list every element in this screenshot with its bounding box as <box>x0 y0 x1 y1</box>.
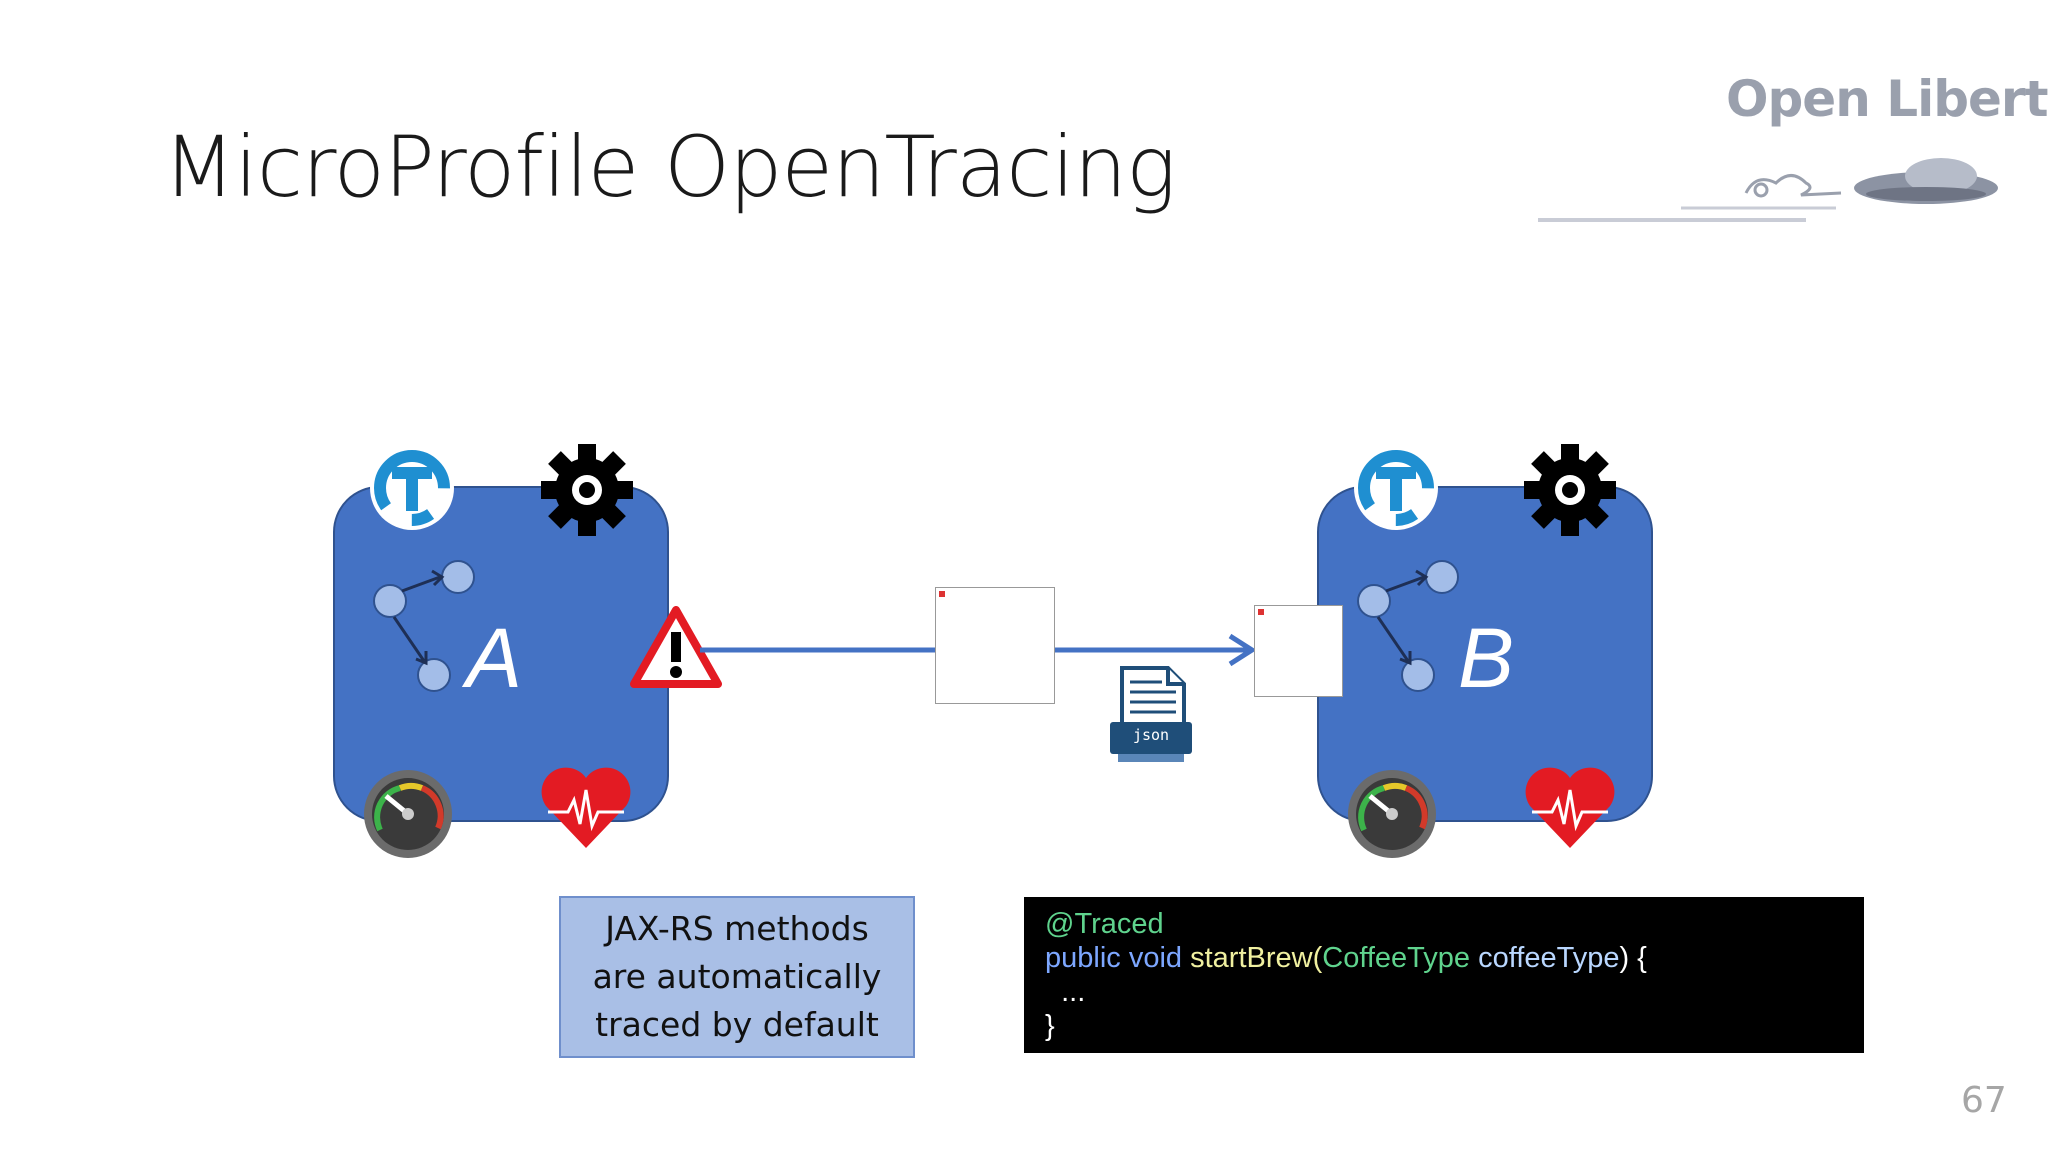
code-brace: ) { <box>1619 942 1647 974</box>
json-label: json <box>1132 726 1170 744</box>
service-b-box <box>1317 486 1653 822</box>
broken-image-icon <box>1258 609 1264 615</box>
caption-line: JAX-RS methods <box>605 909 869 948</box>
broken-image-icon <box>939 591 945 597</box>
code-closing-brace: } <box>1045 1010 1055 1042</box>
gear-icon <box>1524 444 1616 536</box>
code-keyword: public <box>1045 942 1121 974</box>
service-a-label: A <box>466 611 523 705</box>
image-placeholder <box>935 587 1055 704</box>
caption-line: traced by default <box>595 1005 879 1044</box>
opentracing-icon <box>1354 446 1438 530</box>
request-arrow <box>700 633 1257 667</box>
heart-monitor-icon <box>541 767 631 848</box>
gauge-icon <box>1348 770 1436 858</box>
service-b-label: B <box>1458 611 1515 705</box>
ufo-logo-icon <box>1538 158 1998 222</box>
heart-monitor-icon <box>1525 767 1615 848</box>
network-graph-icon <box>1357 560 1459 692</box>
code-method-signature: public void startBrew(CoffeeType coffeeT… <box>1045 941 1647 975</box>
page-number: 67 <box>1961 1080 2007 1121</box>
code-annotation: @Traced <box>1045 908 1164 940</box>
code-ellipsis: ... <box>1045 976 1086 1008</box>
json-document-icon: json <box>1110 666 1192 764</box>
code-method-name: startBrew( <box>1190 942 1323 974</box>
open-liberty-logo-text: Open Liberty <box>1726 70 2048 128</box>
code-type: CoffeeType <box>1322 942 1471 974</box>
caption-box: JAX-RS methods are automatically traced … <box>559 896 915 1058</box>
slide-title: MicroProfile OpenTracing <box>163 118 1176 216</box>
image-placeholder <box>1254 605 1343 697</box>
network-graph-icon <box>373 560 475 692</box>
caption-line: are automatically <box>592 957 882 996</box>
service-a-box <box>333 486 669 822</box>
code-keyword: void <box>1128 942 1183 974</box>
opentracing-icon <box>370 446 454 530</box>
gauge-icon <box>364 770 452 858</box>
warning-icon <box>630 606 722 688</box>
code-snippet: @Traced public void startBrew(CoffeeType… <box>1024 897 1864 1053</box>
gear-icon <box>541 444 633 536</box>
code-param: coffeeType <box>1478 942 1620 974</box>
